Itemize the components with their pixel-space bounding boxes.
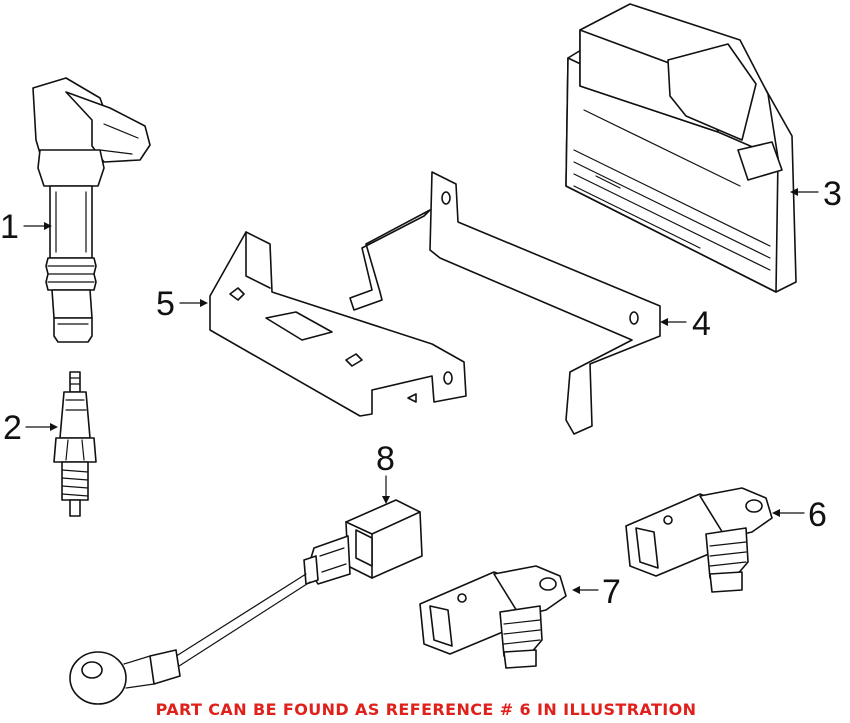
part-8-knock-sensor bbox=[69, 499, 423, 705]
callout-leaders bbox=[23, 188, 819, 594]
callout-3: 3 bbox=[823, 175, 842, 213]
callout-8: 8 bbox=[376, 440, 395, 478]
callout-1: 1 bbox=[0, 208, 19, 246]
part-5-bracket bbox=[209, 231, 467, 417]
callout-6: 6 bbox=[808, 496, 827, 534]
part-6-cam-sensor bbox=[625, 487, 773, 593]
callout-4: 4 bbox=[692, 305, 711, 343]
part-3-control-module bbox=[565, 3, 797, 293]
part-2-spark-plug bbox=[53, 371, 97, 517]
reference-note: PART CAN BE FOUND AS REFERENCE # 6 IN IL… bbox=[156, 700, 697, 719]
part-1-ignition-coil bbox=[32, 77, 151, 343]
part-7-cam-sensor bbox=[419, 565, 567, 669]
part-4-bracket bbox=[349, 171, 661, 435]
callout-5: 5 bbox=[156, 285, 175, 323]
callout-7: 7 bbox=[602, 573, 621, 611]
callout-2: 2 bbox=[3, 409, 22, 447]
